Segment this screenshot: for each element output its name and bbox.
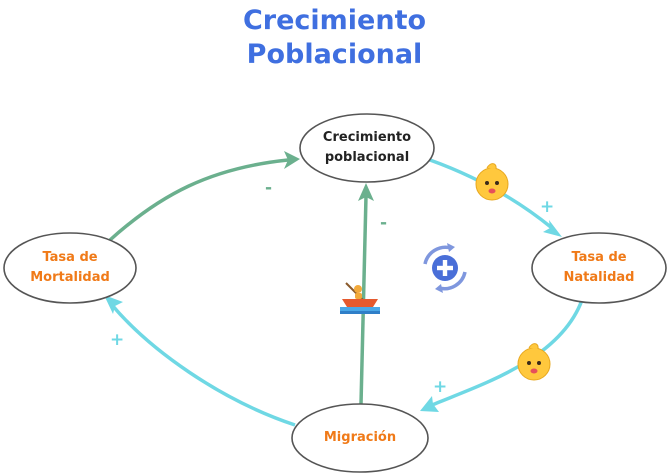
reinforcing-loop-icon — [423, 243, 467, 293]
arrowhead-growth-left — [284, 151, 300, 169]
baby-icon — [475, 163, 509, 201]
node-mortality-line-1: Tasa de — [42, 250, 98, 265]
node-mortality-label: Tasa de Mortalidad — [5, 248, 135, 288]
node-mortality[interactable] — [3, 232, 137, 304]
title-line-2: Poblacional — [246, 39, 423, 70]
node-natality-line-2: Natalidad — [563, 270, 635, 285]
node-growth-line-1: Crecimiento — [322, 130, 412, 145]
rowboat-icon — [340, 282, 380, 314]
sign-migration-to-growth: - — [380, 213, 388, 233]
title-line-1: Crecimiento — [242, 5, 427, 36]
node-growth[interactable] — [299, 113, 435, 183]
arrowhead-migration — [420, 396, 439, 412]
arrowhead-natality — [543, 220, 562, 237]
sign-growth-to-natality: + — [540, 197, 555, 217]
link-migration-to-mortality — [110, 303, 296, 427]
arrowhead-mortality — [104, 295, 123, 314]
node-migration-label: Migración — [323, 430, 397, 445]
node-natality-label: Tasa de Natalidad — [534, 248, 664, 288]
sign-migration-to-mortality: + — [110, 330, 125, 350]
node-natality[interactable] — [531, 232, 667, 304]
node-migration[interactable] — [291, 403, 429, 473]
link-natality-to-migration — [431, 299, 584, 407]
arrowhead-growth-bottom — [358, 183, 374, 201]
link-mortality-to-growth — [108, 158, 289, 242]
sign-mortality-to-growth: - — [265, 178, 273, 198]
node-natality-line-1: Tasa de — [571, 250, 627, 265]
node-growth-line-2: poblacional — [324, 150, 410, 165]
diagram-title: Crecimiento Poblacional — [0, 4, 669, 72]
sign-natality-to-migration: + — [433, 377, 448, 397]
node-growth-label: Crecimiento poblacional — [302, 128, 432, 168]
node-mortality-line-2: Mortalidad — [30, 270, 110, 285]
baby-icon — [517, 343, 551, 381]
